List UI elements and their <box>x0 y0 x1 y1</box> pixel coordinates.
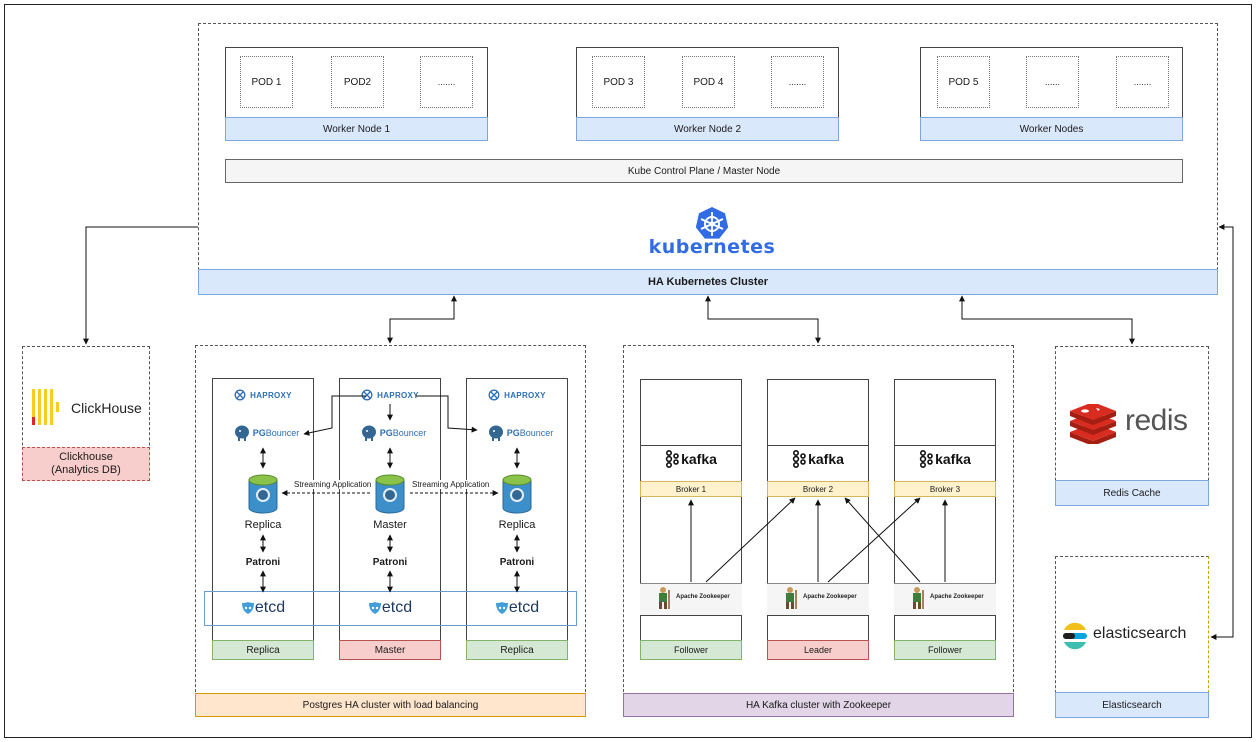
clickhouse-label: Clickhouse (Analytics DB) <box>22 447 150 481</box>
kubernetes-wordmark: kubernetes <box>648 236 776 258</box>
worker-node-label: Worker Node 2 <box>576 117 839 141</box>
etcd-logo: etcd <box>212 598 314 618</box>
kafka-logo: kafka <box>894 449 996 469</box>
patroni-label: Patroni <box>245 556 281 568</box>
kafka-role: Leader <box>767 640 869 660</box>
streaming-label: Streaming Application <box>412 480 490 489</box>
zookeeper-icon <box>913 587 924 609</box>
patroni-label: Patroni <box>372 556 408 568</box>
etcd-icon <box>495 602 508 614</box>
pod-box: ...... <box>1026 56 1079 108</box>
zookeeper-label: Apache Zookeeper <box>930 594 984 600</box>
zookeeper-icon <box>786 587 797 609</box>
kafka-divider <box>767 615 869 616</box>
pg-footer: Replica <box>466 640 568 660</box>
worker-node-label: Worker Nodes <box>920 117 1183 141</box>
haproxy-icon <box>488 389 500 401</box>
pgbouncer-logo: PGBouncer <box>345 424 441 442</box>
streaming-label: Streaming Application <box>294 480 372 489</box>
broker-label: Broker 2 <box>767 481 869 497</box>
elasticsearch-wordmark: elasticsearch <box>1093 625 1187 642</box>
redis-label: Redis Cache <box>1055 480 1209 506</box>
k8s-cluster-label: HA Kubernetes Cluster <box>198 269 1218 295</box>
pod-box: ....... <box>1116 56 1169 108</box>
kafka-column-1 <box>640 379 742 660</box>
etcd-icon <box>241 602 254 614</box>
elephant-icon <box>488 425 503 441</box>
zookeeper-panel <box>894 583 996 615</box>
postgres-cluster-label: Postgres HA cluster with load balancing <box>195 693 586 717</box>
pgbouncer-logo: PGBouncer <box>218 424 314 442</box>
etcd-logo: etcd <box>339 598 441 618</box>
zookeeper-icon <box>659 587 670 609</box>
haproxy-logo: HAPROXY <box>212 387 314 403</box>
pod-box: POD 3 <box>592 56 645 108</box>
kafka-icon <box>665 450 679 468</box>
etcd-icon <box>368 602 381 614</box>
clickhouse-icon <box>32 389 59 425</box>
diagram-frame <box>4 4 1252 738</box>
redis-wordmark: redis <box>1125 404 1188 437</box>
elasticsearch-label: Elasticsearch <box>1055 692 1209 718</box>
pod-box: ....... <box>420 56 473 108</box>
clickhouse-wordmark: ClickHouse <box>71 400 142 416</box>
control-plane-bar: Kube Control Plane / Master Node <box>225 159 1183 183</box>
pod-box: ....... <box>771 56 824 108</box>
kafka-divider <box>894 445 996 446</box>
kafka-divider <box>767 445 869 446</box>
patroni-label: Patroni <box>499 556 535 568</box>
haproxy-logo: HAPROXY <box>339 387 441 403</box>
broker-label: Broker 3 <box>894 481 996 497</box>
kafka-role: Follower <box>640 640 742 660</box>
pg-footer: Replica <box>212 640 314 660</box>
kafka-divider <box>640 445 742 446</box>
zookeeper-label: Apache Zookeeper <box>803 594 857 600</box>
elephant-icon <box>234 425 249 441</box>
database-icon <box>248 474 278 514</box>
haproxy-icon <box>234 389 246 401</box>
elasticsearch-icon <box>1063 622 1087 650</box>
haproxy-logo: HAPROXY <box>466 387 568 403</box>
etcd-logo: etcd <box>466 598 568 618</box>
pg-footer: Master <box>339 640 441 660</box>
pod-box: POD 5 <box>937 56 990 108</box>
elephant-icon <box>361 425 376 441</box>
zookeeper-label: Apache Zookeeper <box>676 594 730 600</box>
pg-role-label: Master <box>373 519 407 531</box>
pod-box: POD 1 <box>240 56 293 108</box>
database-icon <box>502 474 532 514</box>
zookeeper-panel <box>767 583 869 615</box>
pg-role-label: Replica <box>498 519 536 531</box>
redis-icon <box>1070 404 1116 444</box>
kafka-role: Follower <box>894 640 996 660</box>
pod-box: POD 4 <box>682 56 735 108</box>
broker-label: Broker 1 <box>640 481 742 497</box>
pg-role-label: Replica <box>244 519 282 531</box>
kafka-divider <box>894 615 996 616</box>
haproxy-icon <box>361 389 373 401</box>
pod-box: POD2 <box>331 56 384 108</box>
kafka-logo: kafka <box>767 449 869 469</box>
kafka-divider <box>640 615 742 616</box>
kubernetes-icon <box>695 207 729 239</box>
zookeeper-panel <box>640 583 742 615</box>
kafka-logo: kafka <box>640 449 742 469</box>
kafka-icon <box>919 450 933 468</box>
pgbouncer-logo: PGBouncer <box>472 424 568 442</box>
kafka-column-2 <box>767 379 869 660</box>
database-icon <box>375 474 405 514</box>
kafka-icon <box>792 450 806 468</box>
kafka-cluster-label: HA Kafka cluster with Zookeeper <box>623 693 1014 717</box>
kafka-column-3 <box>894 379 996 660</box>
worker-node-label: Worker Node 1 <box>225 117 488 141</box>
